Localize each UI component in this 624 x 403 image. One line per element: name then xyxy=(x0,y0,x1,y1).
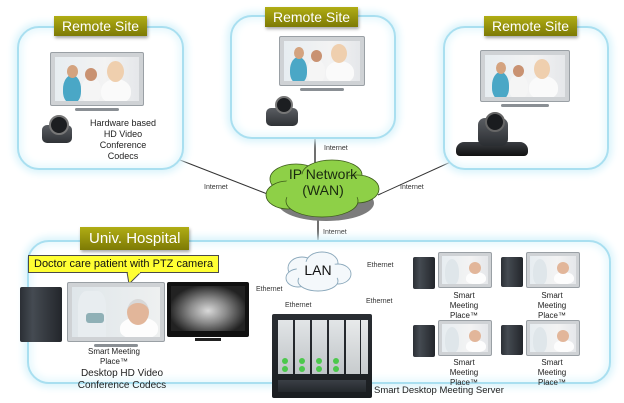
endpoint-monitor xyxy=(438,320,492,356)
remote-site-right-monitor xyxy=(480,50,570,107)
label-line: Smart xyxy=(453,291,475,300)
ptz-callout: Doctor care patient with PTZ camera xyxy=(28,255,220,273)
remote-site-center-badge: Remote Site xyxy=(265,7,359,27)
caption-line: Conference xyxy=(99,140,147,150)
label-line: Meeting xyxy=(449,301,479,310)
caption-line: HD Video xyxy=(103,129,143,139)
hospital-badge: Univ. Hospital xyxy=(80,227,190,250)
label-line: Place™ xyxy=(99,357,128,366)
endpoint-label: Smart Meeting Place™ xyxy=(528,358,576,388)
wan-label-line2: (WAN) xyxy=(302,182,344,198)
meeting-server-chassis xyxy=(272,314,372,398)
endpoint-monitor xyxy=(526,252,580,288)
endpoint-tower xyxy=(413,325,435,357)
ethernet-label-right-top: Ethernet xyxy=(367,262,394,269)
ptz-camera-left xyxy=(38,115,76,145)
caption-line: Conference Codecs xyxy=(77,380,167,391)
desktop-monitor xyxy=(67,282,165,347)
remote-site-left-badge: Remote Site xyxy=(54,16,148,36)
endpoint-tower xyxy=(501,325,523,355)
label-line: Place™ xyxy=(537,378,566,387)
callout-pointer xyxy=(126,272,142,286)
caption-line: Codecs xyxy=(107,151,139,161)
internet-label-top: Internet xyxy=(324,145,348,152)
internet-label-left: Internet xyxy=(204,184,228,191)
endpoint-label: Smart Meeting Place™ xyxy=(440,291,488,321)
remote-site-left-caption: Hardware based HD Video Conference Codec… xyxy=(78,118,168,162)
endpoint-monitor xyxy=(438,252,492,288)
label-line: Place™ xyxy=(449,378,478,387)
remote-site-center-monitor xyxy=(279,36,365,91)
desktop-caption: Desktop HD Video Conference Codecs xyxy=(66,368,178,392)
remote-site-right-badge: Remote Site xyxy=(484,16,578,36)
server-caption: Smart Desktop Meeting Server xyxy=(374,385,504,396)
wan-cloud-icon xyxy=(265,159,380,221)
internet-label-bottom: Internet xyxy=(323,229,347,236)
desktop-tower xyxy=(20,287,62,342)
label-line: Smart xyxy=(541,358,563,367)
link-right-site-wan xyxy=(377,159,456,196)
label-line: Smart xyxy=(541,291,563,300)
caption-line: Desktop HD Video xyxy=(80,368,164,379)
label-line: Meeting xyxy=(449,368,479,377)
internet-label-right: Internet xyxy=(400,184,424,191)
wan-label: IP Network (WAN) xyxy=(278,166,368,198)
lan-cloud-icon xyxy=(285,251,352,292)
endpoint-label: Smart Meeting Place™ xyxy=(440,358,488,388)
label-line: Smart Meeting xyxy=(87,347,141,356)
remote-site-left-monitor xyxy=(50,52,144,111)
caption-line: Hardware based xyxy=(89,118,157,128)
ethernet-label-right-bottom: Ethernet xyxy=(366,298,393,305)
wan-label-line1: IP Network xyxy=(288,166,358,182)
endpoint-tower xyxy=(413,257,435,289)
label-line: Place™ xyxy=(449,311,478,320)
link-left-site-wan xyxy=(179,159,271,196)
lan-label: LAN xyxy=(304,262,332,278)
label-line: Meeting xyxy=(537,301,567,310)
endpoint-label: Smart Meeting Place™ xyxy=(528,291,576,321)
label-line: Meeting xyxy=(537,368,567,377)
ptz-camera-center xyxy=(263,96,301,128)
ethernet-label-down: Ethernet xyxy=(285,302,312,309)
desktop-label: Smart Meeting Place™ xyxy=(78,347,150,367)
label-line: Place™ xyxy=(537,311,566,320)
ptz-camera-right xyxy=(456,112,530,160)
label-line: Smart xyxy=(453,358,475,367)
xray-monitor xyxy=(167,282,249,341)
endpoint-tower xyxy=(501,257,523,287)
ethernet-label-left: Ethernet xyxy=(256,286,283,293)
endpoint-monitor xyxy=(526,320,580,356)
